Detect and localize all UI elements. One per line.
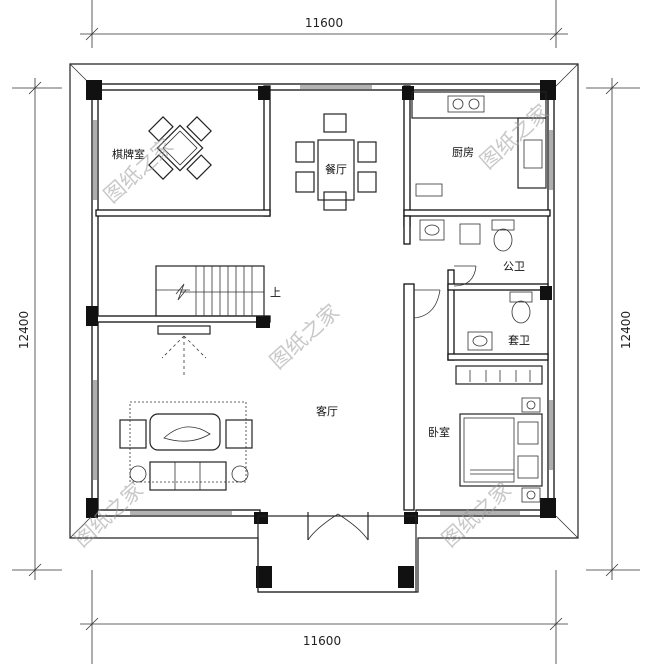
room-label-living: 客厅	[316, 404, 338, 418]
kitchen-fittings	[411, 91, 547, 197]
dining-set	[295, 113, 377, 211]
dimension-bottom: 11600	[80, 570, 568, 664]
watermark: 图纸之家	[265, 300, 343, 374]
room-label-bedroom: 卧室	[428, 425, 450, 439]
room-label-ensuite-bath: 套卫	[508, 334, 530, 347]
public-bath-fixtures	[419, 219, 515, 287]
watermarks: 图纸之家 图纸之家 图纸之家 图纸之家 图纸之家	[69, 100, 553, 552]
staircase: 上	[155, 265, 281, 317]
room-label-kitchen: 厨房	[452, 146, 474, 159]
room-label-chess: 棋牌室	[112, 147, 145, 161]
top-dimension-label: 11600	[305, 16, 343, 30]
interior-walls	[95, 85, 551, 511]
dimension-top: 11600	[80, 0, 568, 48]
room-labels: 棋牌室 餐厅 厨房 公卫 套卫 客厅 卧室	[112, 146, 530, 439]
chess-table	[148, 116, 212, 180]
room-label-dining: 餐厅	[325, 162, 347, 176]
stair-up-label: 上	[270, 286, 281, 299]
ensuite-bath-fixtures	[413, 289, 533, 351]
dimension-left: 12400	[12, 78, 62, 580]
dimension-right: 12400	[586, 78, 640, 580]
bedroom-furniture	[455, 365, 543, 503]
room-label-public-bath: 公卫	[503, 260, 525, 273]
living-sofa-set	[119, 401, 253, 491]
watermark: 图纸之家	[99, 134, 177, 208]
right-dimension-label: 12400	[619, 311, 633, 349]
left-dimension-label: 12400	[17, 311, 31, 349]
columns	[86, 80, 556, 588]
tv-cabinet	[157, 325, 211, 376]
bottom-dimension-label: 11600	[303, 634, 341, 648]
front-entry	[257, 512, 417, 593]
